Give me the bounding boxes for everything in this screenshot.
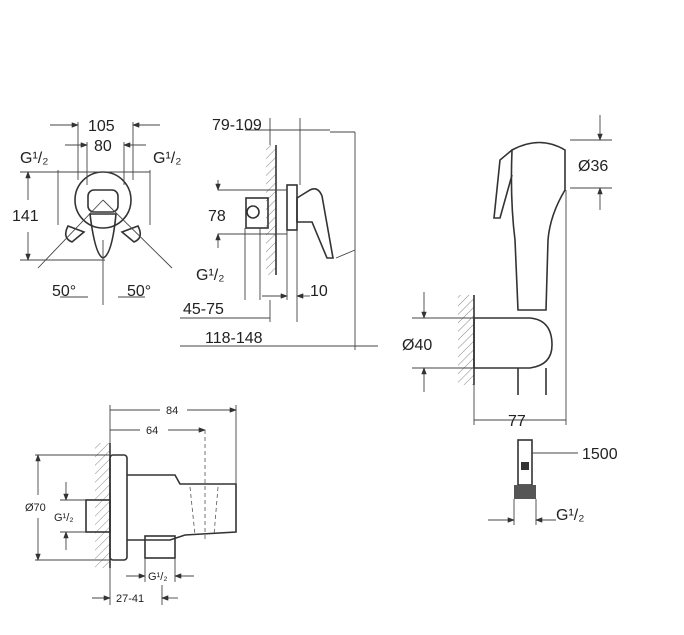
dim-40: Ø40 bbox=[402, 337, 432, 354]
dim-78: 78 bbox=[208, 208, 226, 225]
holder bbox=[473, 317, 553, 369]
dim-64: 64 bbox=[146, 425, 158, 437]
dim-80: 80 bbox=[94, 138, 112, 155]
outlet-flange bbox=[109, 454, 128, 561]
dim-118-148: 118-148 bbox=[205, 330, 263, 347]
wall-hatch bbox=[458, 295, 474, 385]
dim-84: 84 bbox=[166, 405, 178, 417]
mixer-body bbox=[87, 189, 119, 213]
hose-thread: G¹/₂ bbox=[556, 507, 584, 524]
front-view: 105 80 G¹/₂ G¹/₂ 141 50° 50° bbox=[12, 118, 181, 305]
wall-hatch bbox=[266, 145, 276, 275]
dim-27-41: 27-41 bbox=[116, 593, 144, 605]
outlet-body bbox=[127, 474, 237, 541]
thread-label: G¹/₂ bbox=[196, 267, 224, 284]
dim-10: 10 bbox=[310, 283, 328, 300]
inlet-thread bbox=[85, 499, 111, 533]
dim-45-75: 45-75 bbox=[183, 301, 224, 318]
concealed-body bbox=[245, 197, 269, 229]
hose-length: 1500 bbox=[582, 446, 618, 463]
plate bbox=[286, 184, 298, 231]
side-view: 79-109 78 G¹/₂ 10 45-75 118-148 bbox=[180, 117, 378, 350]
outlet-thread-label: G¹/₂ bbox=[148, 571, 168, 583]
shower-trigger bbox=[493, 149, 513, 219]
outlet-thread bbox=[144, 535, 176, 559]
dim-141: 141 bbox=[12, 208, 39, 225]
thread-left-label: G¹/₂ bbox=[20, 150, 48, 167]
angle-right: 50° bbox=[127, 283, 151, 300]
inlet-thread-label: G¹/₂ bbox=[54, 512, 74, 524]
dim-70: Ø70 bbox=[25, 502, 46, 514]
hand-shower-view: Ø36 Ø40 77 1500 G¹/₂ bbox=[402, 115, 618, 525]
angle-left: 50° bbox=[52, 283, 76, 300]
hose-nut bbox=[514, 485, 536, 499]
dim-77: 77 bbox=[508, 413, 526, 430]
wall-outlet-view: 84 64 Ø70 G¹/₂ G¹/₂ 27-41 bbox=[25, 405, 237, 605]
dim-36: Ø36 bbox=[578, 158, 608, 175]
dim-105: 105 bbox=[88, 118, 115, 135]
thread-right-label: G¹/₂ bbox=[153, 150, 181, 167]
lever-side bbox=[296, 188, 334, 259]
wall-hatch bbox=[95, 443, 110, 568]
dim-79-109: 79-109 bbox=[212, 117, 262, 134]
shower-head bbox=[510, 141, 566, 311]
